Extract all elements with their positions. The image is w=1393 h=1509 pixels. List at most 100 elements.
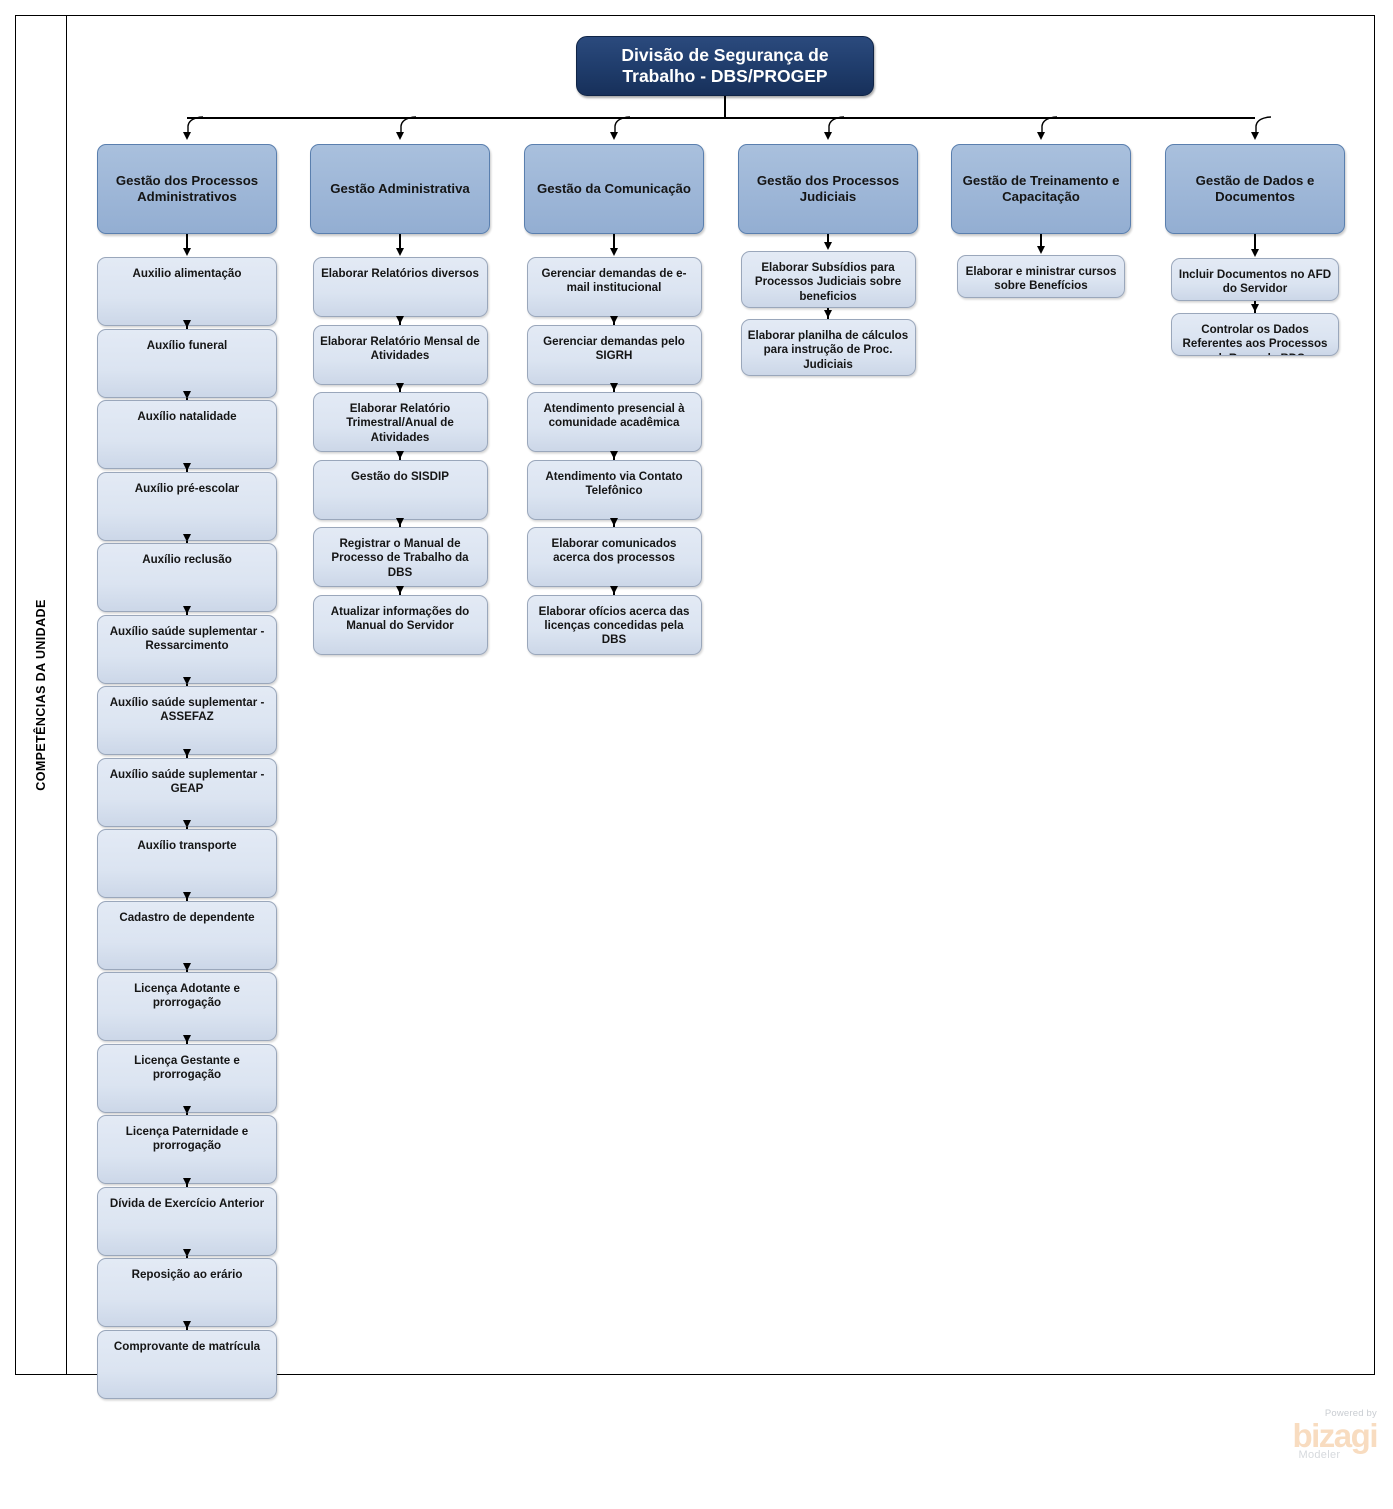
lane-label-cell: COMPETÊNCIAS DA UNIDADE (16, 16, 67, 1374)
task-node-3-5-label: Elaborar comunicados acerca dos processo… (551, 537, 677, 565)
category-node-4[interactable]: Gestão dos Processos Judiciais (738, 144, 918, 234)
task-node-1-13[interactable]: Licença Paternidade e prorrogação (97, 1115, 277, 1184)
task-node-1-2[interactable]: Auxílio funeral (97, 328, 277, 398)
task-node-1-12-label: Licença Gestante e prorrogação (134, 1053, 240, 1081)
task-node-3-3-label: Atendimento presencial à comunidade acad… (543, 402, 685, 430)
connector-cat-task-5 (1040, 234, 1042, 247)
arrow-to-category-5 (1036, 132, 1045, 140)
arrow-3-5 (609, 585, 618, 594)
task-node-1-1[interactable]: Auxilio alimentação (97, 257, 277, 326)
task-node-1-1-label: Auxilio alimentação (132, 267, 242, 280)
bus-hook-1 (187, 116, 204, 134)
task-node-1-15[interactable]: Reposição ao erário (97, 1258, 277, 1327)
task-node-1-4[interactable]: Auxílio pré-escolar (97, 471, 277, 541)
arrow-1-6 (182, 677, 191, 685)
arrow-1-12 (182, 1106, 191, 1114)
task-node-1-12[interactable]: Licença Gestante e prorrogação (97, 1043, 277, 1113)
arrow-to-category-6 (1250, 132, 1259, 140)
arrow-1-1 (182, 319, 191, 328)
task-node-2-1-label: Elaborar Relatórios diversos (321, 267, 479, 280)
arrow-1-13 (182, 1177, 191, 1186)
task-node-3-5[interactable]: Elaborar comunicados acerca dos processo… (526, 527, 702, 587)
arrow-1-14 (182, 1249, 191, 1257)
task-node-1-14[interactable]: Dívida de Exercício Anterior (97, 1186, 277, 1256)
category-node-6[interactable]: Gestão de Dados e Documentos (1165, 144, 1345, 234)
arrow-2-3 (395, 450, 404, 459)
arrow-to-category-4 (823, 132, 832, 140)
task-node-1-8[interactable]: Auxílio saúde suplementar - GEAP (97, 757, 277, 827)
category-node-3[interactable]: Gestão da Comunicação (524, 144, 704, 234)
bus-hook-2 (400, 116, 417, 134)
task-node-1-9[interactable]: Auxílio transporte (97, 829, 277, 898)
root-node-label: Divisão de Segurança de Trabalho - DBS/P… (621, 45, 829, 86)
arrow-1-10 (182, 963, 191, 971)
arrow-1-8 (182, 820, 191, 828)
watermark-product: Modeler (1298, 1449, 1341, 1461)
task-node-1-11-label: Licença Adotante e prorrogação (134, 982, 240, 1010)
task-node-1-10-label: Cadastro de dependente (119, 910, 255, 924)
task-node-1-3-label: Auxílio natalidade (137, 410, 237, 423)
task-node-2-4[interactable]: Gestão do SISDIP (312, 459, 488, 520)
arrow-1-4 (182, 534, 191, 542)
bizagi-watermark: Powered by bizagi Modeler (1292, 1409, 1378, 1461)
task-node-3-1[interactable]: Gerenciar demandas de e-mail institucion… (526, 257, 702, 317)
bus-hook-3 (614, 116, 631, 134)
arrow-2-5 (395, 585, 404, 594)
arrow-cat-task-5 (1036, 246, 1045, 254)
arrow-2-1 (395, 315, 404, 324)
arrow-cat-task-1 (182, 248, 191, 256)
root-node[interactable]: Divisão de Segurança de Trabalho - DBS/P… (576, 36, 874, 96)
task-node-1-11[interactable]: Licença Adotante e prorrogação (97, 972, 277, 1041)
task-node-1-3[interactable]: Auxílio natalidade (97, 400, 277, 469)
task-node-1-9-label: Auxílio transporte (137, 839, 237, 852)
category-node-3-label: Gestão da Comunicação (537, 180, 691, 196)
task-node-2-6[interactable]: Atualizar informações do Manual do Servi… (312, 594, 488, 655)
bus-hook-6 (1255, 116, 1272, 134)
task-node-1-6[interactable]: Auxílio saúde suplementar - Ressarciment… (97, 614, 277, 684)
task-node-2-2-label: Elaborar Relatório Mensal de Atividades (320, 334, 480, 362)
task-node-4-1[interactable]: Elaborar Subsídios para Processos Judici… (740, 251, 916, 308)
task-node-3-3[interactable]: Atendimento presencial à comunidade acad… (526, 392, 702, 452)
arrow-3-3 (609, 450, 618, 459)
category-node-1[interactable]: Gestão dos Processos Administrativos (97, 144, 277, 234)
task-node-4-1-label: Elaborar Subsídios para Processos Judici… (754, 261, 902, 303)
arrow-1-9 (182, 891, 191, 900)
task-node-1-5-label: Auxílio reclusão (142, 553, 232, 566)
arrow-to-category-1 (182, 132, 191, 140)
category-node-5[interactable]: Gestão de Treinamento e Capacitação (951, 144, 1131, 234)
category-node-2[interactable]: Gestão Administrativa (310, 144, 490, 234)
arrow-cat-task-6 (1250, 249, 1259, 257)
connector-cat-task-6 (1254, 234, 1256, 250)
root-bus (187, 117, 1255, 119)
task-node-1-15-label: Reposição ao erário (131, 1268, 243, 1281)
arrow-2-2 (395, 383, 404, 391)
arrow-3-1 (609, 315, 618, 324)
task-node-1-14-label: Dívida de Exercício Anterior (109, 1196, 265, 1210)
arrow-cat-task-4 (823, 242, 832, 250)
arrow-2-4 (395, 518, 404, 526)
task-node-3-2-label: Gerenciar demandas pelo SIGRH (543, 334, 685, 362)
task-node-1-5[interactable]: Auxílio reclusão (97, 543, 277, 612)
task-node-2-2[interactable]: Elaborar Relatório Mensal de Atividades (312, 324, 488, 385)
task-node-2-3[interactable]: Elaborar Relatório Trimestral/Anual de A… (312, 392, 488, 452)
connector-cat-task-4 (827, 234, 829, 243)
task-node-5-1[interactable]: Elaborar e ministrar cursos sobre Benefí… (957, 255, 1125, 298)
arrow-1-5 (182, 605, 191, 614)
task-node-3-4[interactable]: Atendimento via Contato Telefônico (526, 459, 702, 520)
task-node-6-1[interactable]: Incluir Documentos no AFD do Servidor (1171, 258, 1339, 301)
task-node-1-16[interactable]: Comprovante de matrícula (97, 1329, 277, 1399)
task-node-1-7[interactable]: Auxílio saúde suplementar - ASSEFAZ (97, 686, 277, 755)
task-node-1-10[interactable]: Cadastro de dependente (97, 900, 277, 970)
task-node-2-5[interactable]: Registrar o Manual de Processo de Trabal… (312, 527, 488, 587)
task-node-6-2[interactable]: Controlar os Dados Referentes aos Proces… (1171, 313, 1339, 356)
task-node-2-1[interactable]: Elaborar Relatórios diversos (312, 257, 488, 317)
connector-cat-task-1 (186, 234, 188, 249)
task-node-6-1-label: Incluir Documentos no AFD do Servidor (1178, 268, 1332, 296)
task-node-1-4-label: Auxílio pré-escolar (134, 481, 240, 495)
task-node-1-6-label: Auxílio saúde suplementar - Ressarciment… (109, 624, 265, 652)
task-node-4-2[interactable]: Elaborar planilha de cálculos para instr… (740, 319, 916, 376)
task-node-3-6[interactable]: Elaborar ofícios acerca das licenças con… (526, 594, 702, 655)
task-node-3-4-label: Atendimento via Contato Telefônico (545, 469, 683, 497)
task-node-3-2[interactable]: Gerenciar demandas pelo SIGRH (526, 324, 702, 385)
arrow-3-4 (609, 518, 618, 526)
